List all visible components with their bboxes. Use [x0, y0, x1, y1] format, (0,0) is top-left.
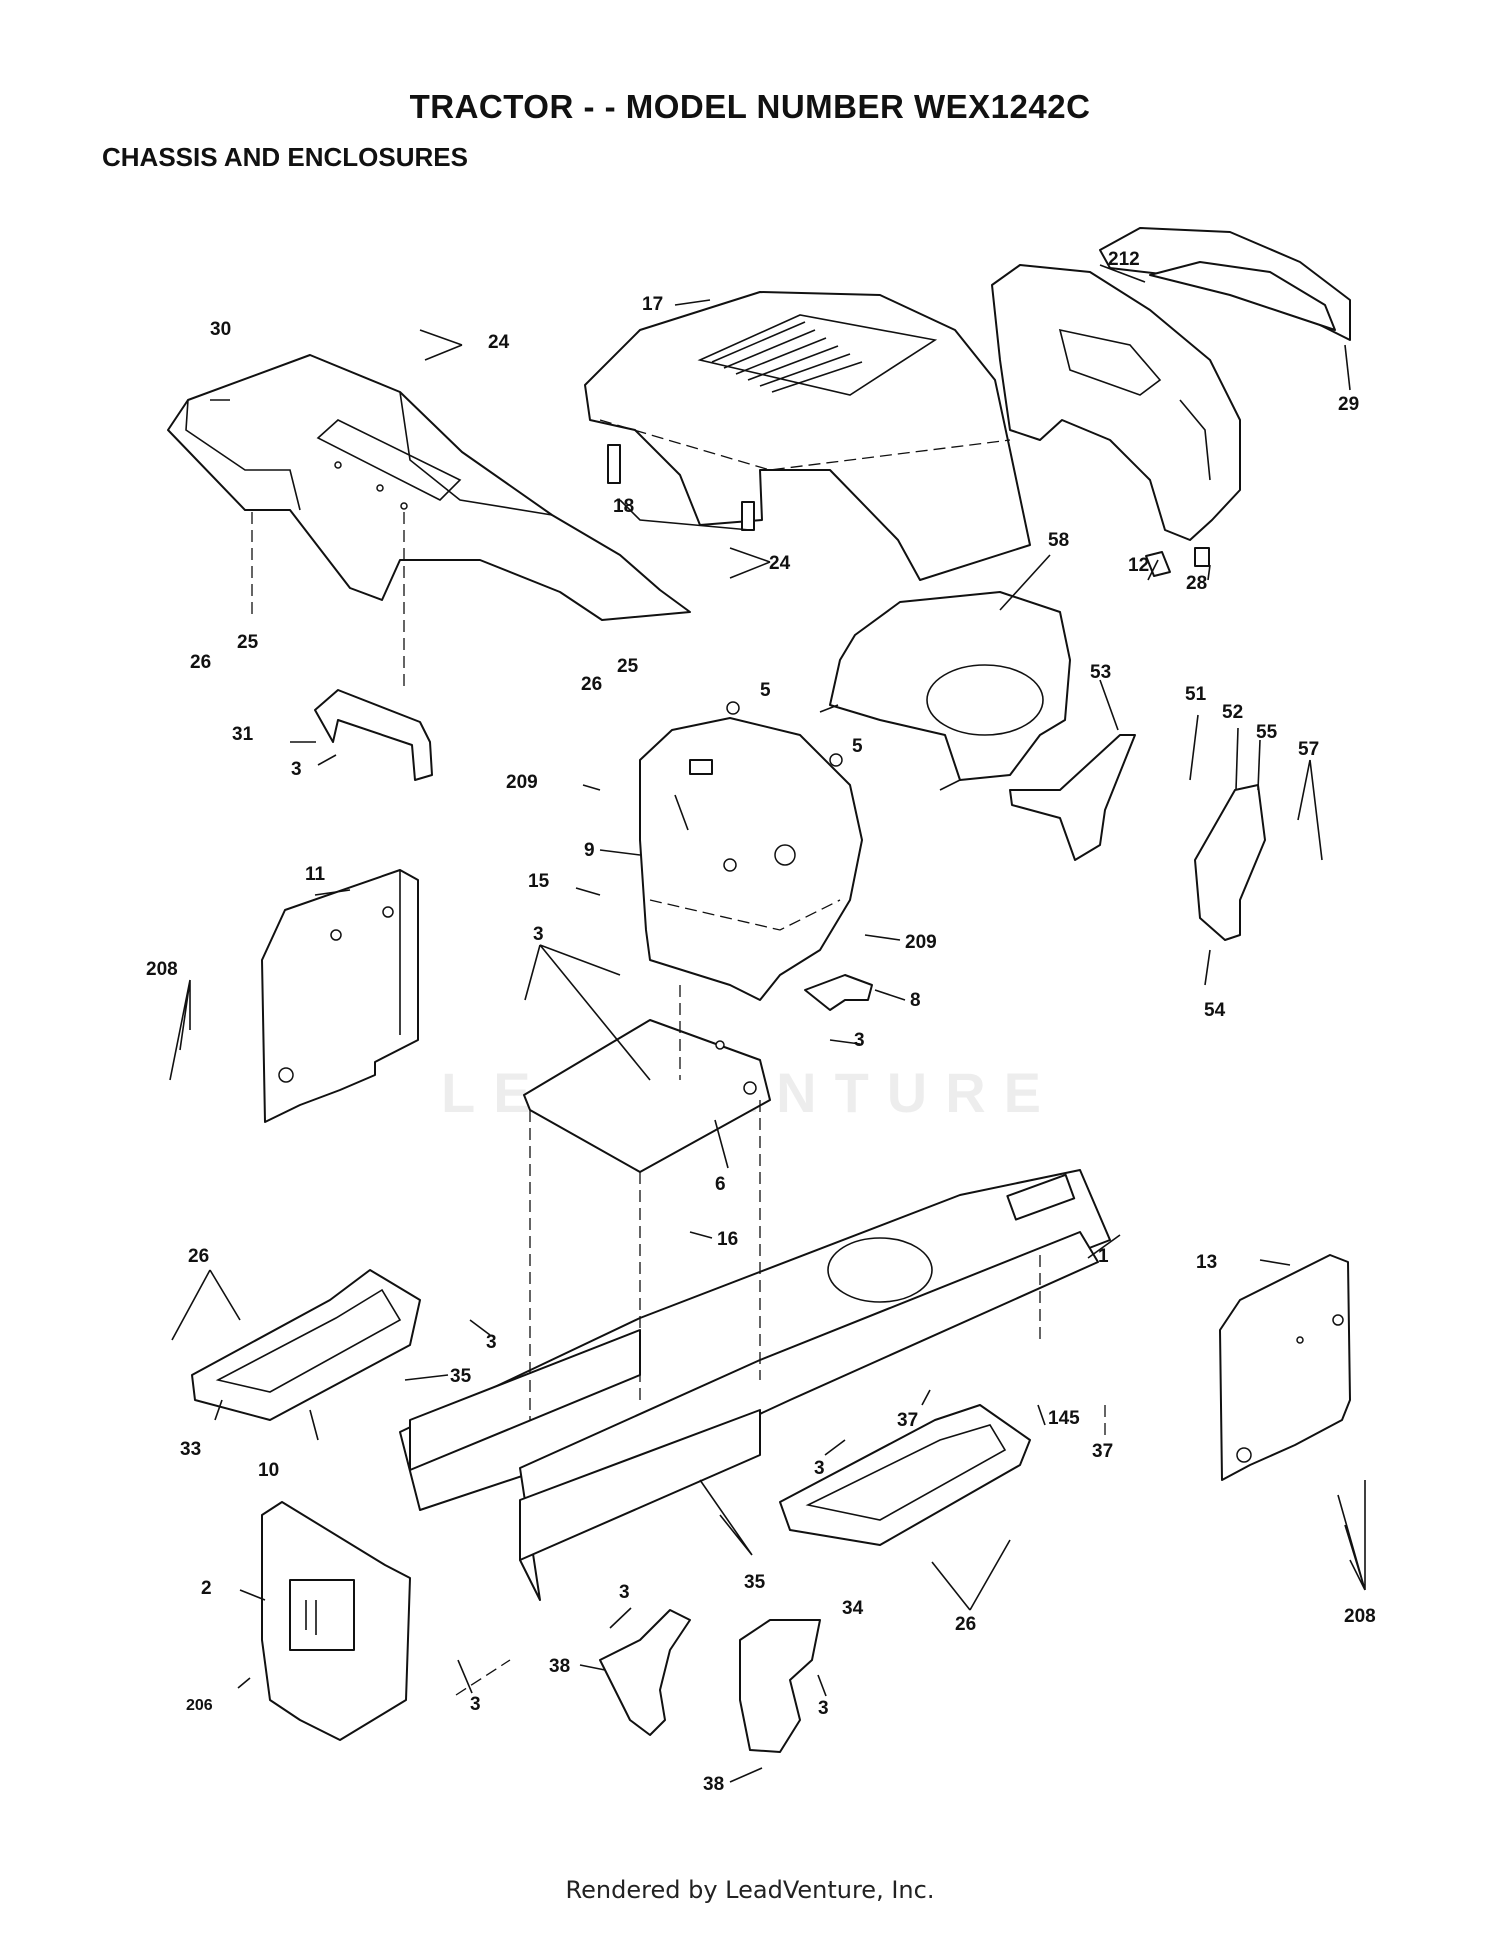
page-title: TRACTOR - - MODEL NUMBER WEX1242C	[409, 88, 1091, 125]
callout-24b: 24	[769, 553, 791, 574]
callout-53: 53	[1090, 662, 1111, 683]
callout-13: 13	[1196, 1252, 1217, 1273]
callout-9: 9	[584, 840, 595, 861]
callout-38a: 38	[549, 1656, 570, 1677]
callout-18: 18	[613, 496, 634, 517]
callout-3g: 3	[470, 1694, 481, 1715]
callout-35b: 35	[744, 1572, 766, 1593]
callout-57: 57	[1298, 739, 1319, 760]
callout-17: 17	[642, 294, 663, 315]
callout-28: 28	[1186, 573, 1207, 594]
part-1-frame	[399, 1169, 1111, 1601]
callout-3c: 3	[854, 1030, 865, 1051]
callout-6: 6	[715, 1174, 726, 1195]
part-6-plate	[523, 1019, 771, 1173]
callout-26c: 26	[188, 1246, 209, 1267]
callout-26d: 26	[955, 1614, 976, 1635]
callout-35a: 35	[450, 1366, 472, 1387]
callout-26b: 26	[581, 674, 602, 695]
callout-3d: 3	[486, 1332, 497, 1353]
callout-8: 8	[910, 990, 921, 1011]
part-38-bracket	[599, 1609, 821, 1753]
part-33-footrest	[191, 1269, 421, 1421]
assembly-guide-lines	[251, 512, 1106, 1696]
callout-3a: 3	[291, 759, 302, 780]
leader-lines	[169, 264, 1366, 1783]
part-58-shroud	[819, 591, 1071, 791]
part-53-bracket	[1009, 734, 1136, 861]
callout-58: 58	[1048, 530, 1069, 551]
callout-209a: 209	[506, 772, 538, 793]
callout-30: 30	[210, 319, 231, 340]
part-2-front-bracket	[261, 1501, 411, 1741]
callout-15: 15	[528, 871, 550, 892]
callout-208b: 208	[1344, 1606, 1376, 1627]
callout-34: 34	[842, 1598, 864, 1619]
callout-54: 54	[1204, 1000, 1226, 1021]
callout-1: 1	[1098, 1246, 1109, 1267]
part-17-hood	[584, 291, 1031, 581]
callout-25b: 25	[617, 656, 639, 677]
callout-10: 10	[258, 1460, 279, 1481]
callout-33: 33	[180, 1439, 201, 1460]
callout-145: 145	[1048, 1408, 1080, 1429]
callout-3f: 3	[619, 1582, 630, 1603]
callout-25a: 25	[237, 632, 259, 653]
callout-26a: 26	[190, 652, 211, 673]
callout-3e: 3	[814, 1458, 825, 1479]
callout-55: 55	[1256, 722, 1278, 743]
callout-31: 31	[232, 724, 254, 745]
callout-labels: 1 2 3 3 3 3 3 3 3 3 5 5 6 8 9 10 11 12 1…	[146, 249, 1376, 1795]
callout-2: 2	[201, 1578, 212, 1599]
callout-208a: 208	[146, 959, 178, 980]
part-30-fender	[167, 354, 691, 621]
part-55-bracket	[1194, 784, 1266, 941]
callout-206: 206	[186, 1697, 213, 1714]
callout-38b: 38	[703, 1774, 724, 1795]
callout-24a: 24	[488, 332, 510, 353]
callout-37a: 37	[897, 1410, 918, 1431]
part-8-clip	[804, 974, 873, 1011]
part-34-footrest	[779, 1404, 1031, 1546]
callout-29: 29	[1338, 394, 1359, 415]
callout-37b: 37	[1092, 1441, 1113, 1462]
part-9-dash-panel	[639, 701, 863, 1001]
section-subtitle: CHASSIS AND ENCLOSURES	[102, 142, 468, 172]
callout-51: 51	[1185, 684, 1207, 705]
callout-3h: 3	[818, 1698, 829, 1719]
part-13-side-panel	[1219, 1254, 1351, 1481]
callout-16: 16	[717, 1229, 738, 1250]
part-11-side-panel	[261, 869, 419, 1123]
callout-5b: 5	[852, 736, 863, 757]
callout-209b: 209	[905, 932, 937, 953]
footer-credit: Rendered by LeadVenture, Inc.	[565, 1876, 935, 1904]
callout-52: 52	[1222, 702, 1243, 723]
part-31-bracket	[314, 689, 433, 781]
callout-11: 11	[305, 864, 326, 885]
callout-3b: 3	[533, 924, 544, 945]
callout-12: 12	[1128, 555, 1149, 576]
callout-212: 212	[1108, 249, 1140, 270]
part-grille-assembly	[991, 227, 1351, 577]
callout-5a: 5	[760, 680, 771, 701]
